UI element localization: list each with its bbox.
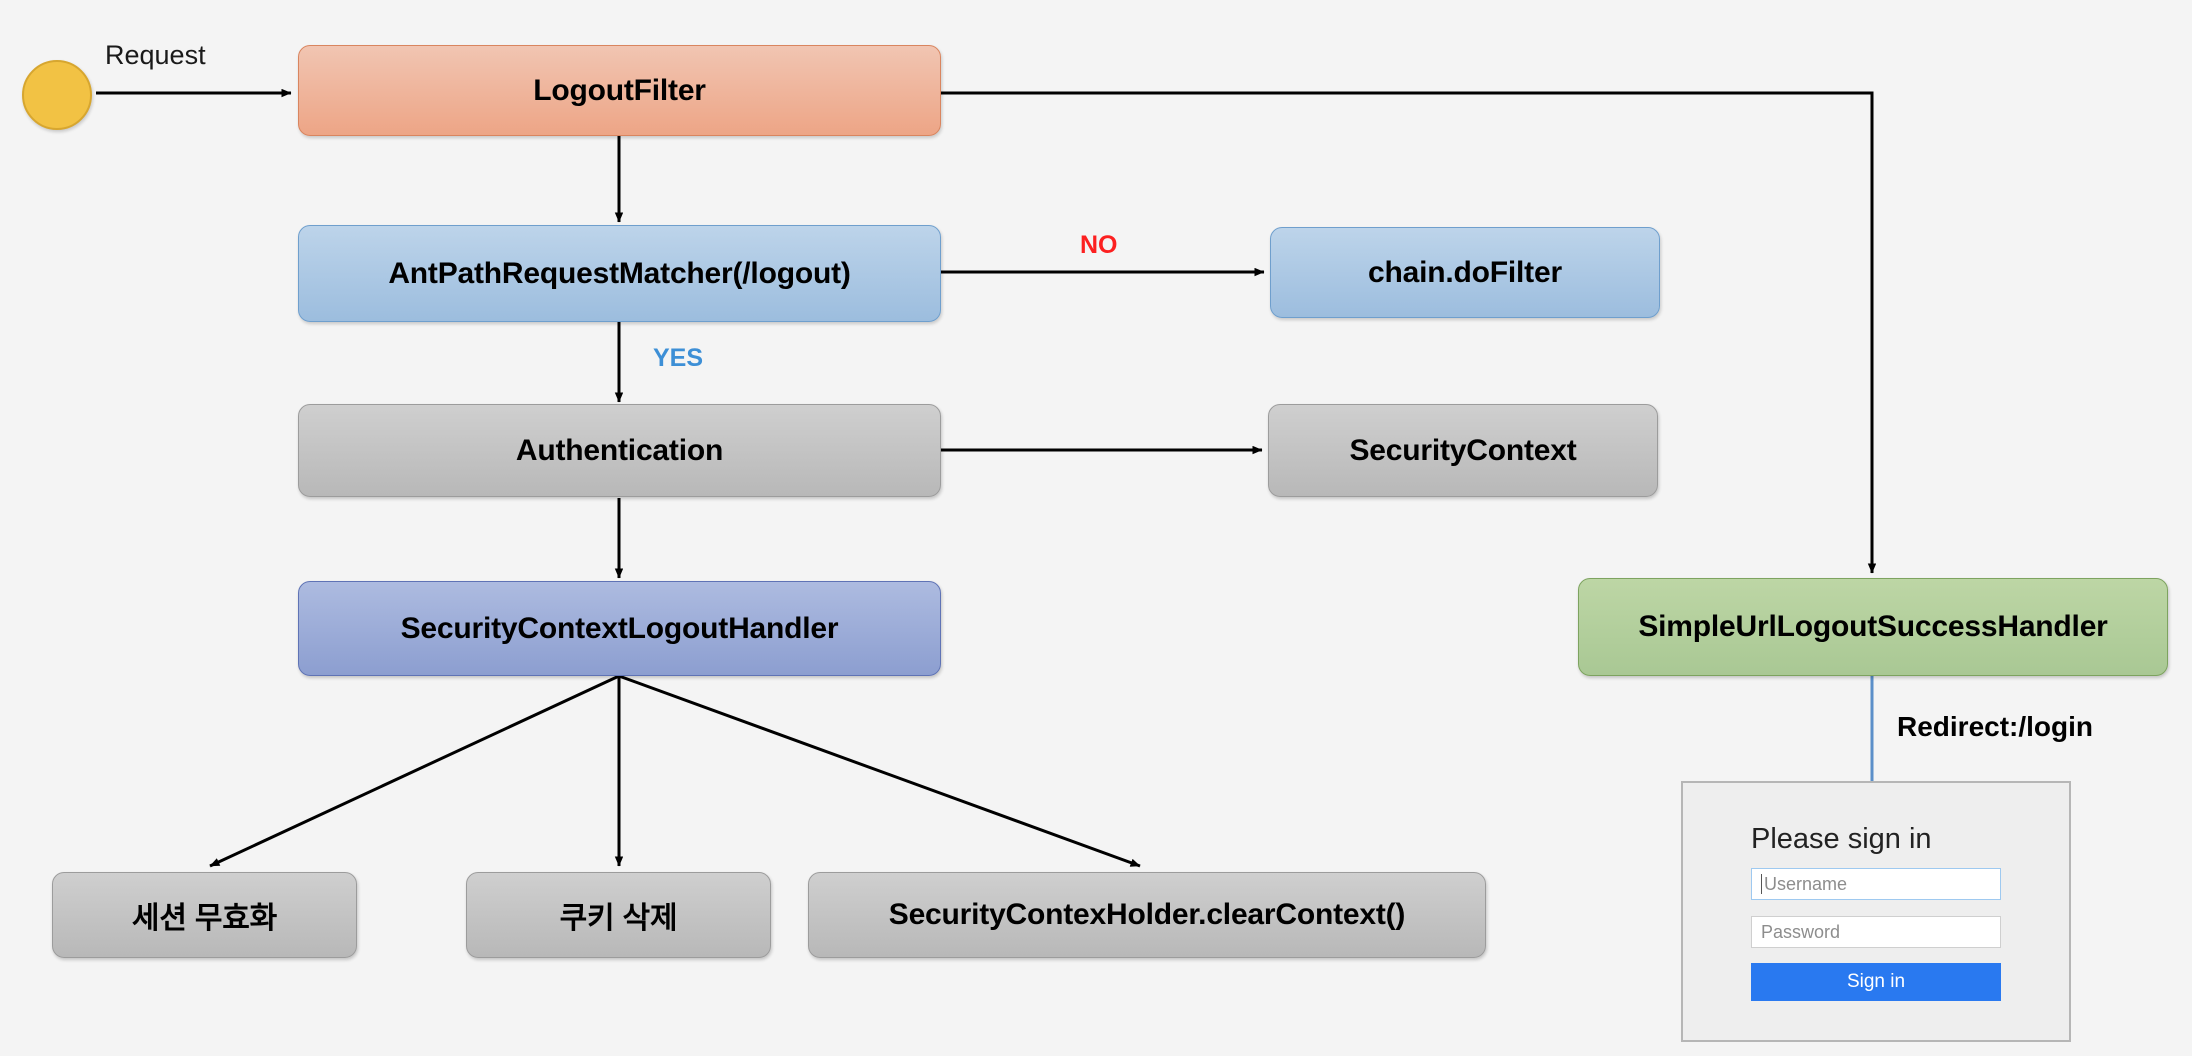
login-card: Please sign in Username Password Sign in [1681, 781, 2071, 1042]
password-placeholder: Password [1761, 921, 1841, 942]
edge-label-redirect: Redirect:/login [1897, 711, 2094, 742]
sign-in-button[interactable]: Sign in [1751, 963, 2001, 1001]
password-field[interactable]: Password [1751, 916, 2001, 948]
text-caret [1761, 874, 1762, 894]
node-logout-filter[interactable]: LogoutFilter [298, 45, 941, 136]
node-simple-url-logout-success-handler[interactable]: SimpleUrlLogoutSuccessHandler [1578, 578, 2168, 676]
username-placeholder: Username [1764, 873, 1848, 894]
edge-label-yes: YES [653, 344, 704, 372]
node-cookie-delete[interactable]: 쿠키 삭제 [466, 872, 771, 958]
login-heading: Please sign in [1751, 823, 1932, 855]
node-session-invalidate[interactable]: 세션 무효화 [52, 872, 357, 958]
start-node [22, 60, 92, 130]
node-authentication[interactable]: Authentication [298, 404, 941, 497]
node-security-context[interactable]: SecurityContext [1268, 404, 1658, 497]
edge-label-no: NO [1080, 231, 1118, 259]
node-antpath-request-matcher[interactable]: AntPathRequestMatcher(/logout) [298, 225, 941, 322]
node-chain-dofilter[interactable]: chain.doFilter [1270, 227, 1660, 318]
node-security-context-logout-handler[interactable]: SecurityContextLogoutHandler [298, 581, 941, 676]
username-field[interactable]: Username [1751, 868, 2001, 900]
node-clear-context[interactable]: SecurityContexHolder.clearContext() [808, 872, 1486, 958]
edge-label-request: Request [105, 40, 206, 70]
